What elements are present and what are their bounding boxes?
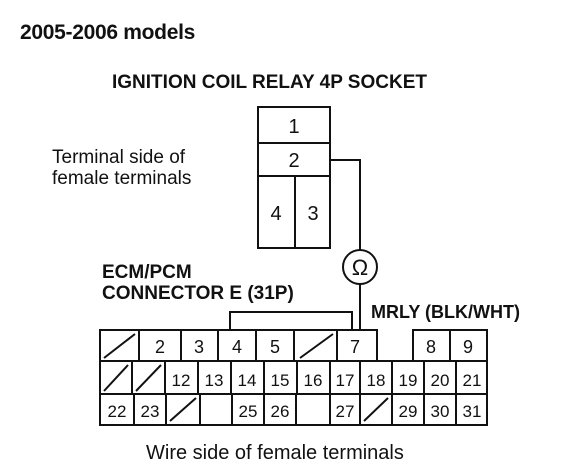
ecm-terminal: 18: [367, 371, 386, 390]
ecm-terminal: 15: [271, 371, 290, 390]
ecm-terminal: 4: [232, 337, 242, 357]
ecm-terminal: 13: [205, 371, 224, 390]
empty-cavity-mark: [299, 333, 334, 359]
ecm-terminal: 25: [239, 402, 258, 421]
empty-cavity-mark: [103, 364, 129, 392]
ecm-terminal: 30: [431, 402, 450, 421]
ecm-terminal: 16: [304, 371, 323, 390]
page-title: 2005-2006 models: [20, 21, 195, 44]
ecm-terminal: 21: [463, 371, 482, 390]
terminal-side-label: Terminal side of female terminals: [52, 147, 191, 189]
ecm-terminal: 7: [350, 337, 360, 357]
ecm-terminal: 12: [172, 371, 191, 390]
ecm-connector-label: ECM/PCM CONNECTOR E (31P): [102, 262, 294, 304]
terminal-side-label-line2: female terminals: [52, 168, 192, 189]
terminal-side-label-line1: Terminal side of: [52, 147, 186, 168]
ecm-terminal: 20: [431, 371, 450, 390]
relay-socket-title: IGNITION COIL RELAY 4P SOCKET: [112, 72, 427, 93]
ecm-terminal: 19: [399, 371, 418, 390]
relay-wire: [330, 159, 361, 250]
ecm-label-line2: CONNECTOR E (31P): [102, 283, 294, 304]
ecm-terminal: 29: [399, 402, 418, 421]
wire-side-label: Wire side of female terminals: [146, 442, 404, 464]
relay-terminal-4: 4: [270, 203, 281, 225]
relay-terminal-1: 1: [288, 116, 299, 138]
ecm-terminal: 23: [141, 402, 160, 421]
connector-lock-tab: [229, 311, 353, 330]
empty-cavity-mark: [363, 397, 389, 422]
ecm-terminal: 5: [270, 337, 280, 357]
ecm-terminal: 14: [238, 371, 257, 390]
empty-cavity-mark: [135, 364, 162, 392]
ecm-terminal: 26: [271, 402, 290, 421]
ecm-terminal: 3: [194, 337, 204, 357]
ecm-terminal: 22: [108, 402, 127, 421]
ecm-terminal: 17: [336, 371, 355, 390]
empty-cavity-mark: [169, 397, 197, 422]
ecm-connector-outline: [99, 329, 488, 426]
wire-color-label: MRLY (BLK/WHT): [371, 302, 520, 322]
ohm-symbol: Ω: [352, 255, 368, 280]
ecm-terminal: 9: [463, 337, 473, 357]
ecm-terminal: 2: [155, 337, 165, 357]
ecm-label-line1: ECM/PCM: [102, 262, 192, 283]
ecm-terminal: 31: [463, 402, 482, 421]
empty-cavity-mark: [103, 333, 136, 359]
ecm-terminal: 8: [426, 337, 436, 357]
relay-terminal-2: 2: [288, 150, 299, 172]
ecm-terminal: 27: [336, 402, 355, 421]
relay-terminal-3: 3: [307, 203, 318, 225]
